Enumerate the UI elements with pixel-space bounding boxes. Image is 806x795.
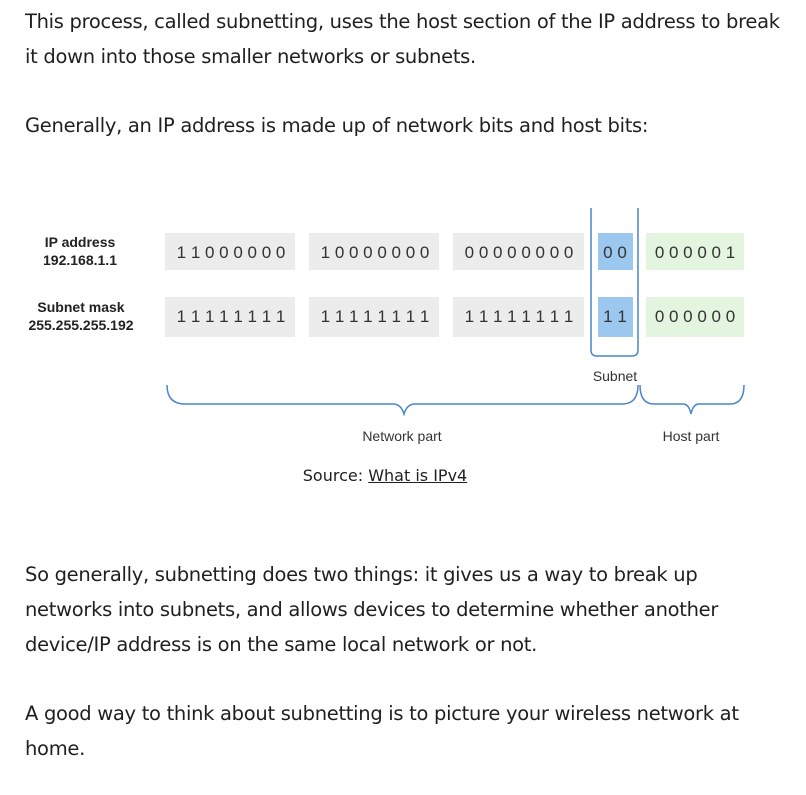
ip-octet-1: 1 1 0 0 0 0 0 0	[177, 243, 286, 262]
ip-subnet-bits: 0 0	[603, 243, 627, 262]
mask-octet-1-box	[165, 297, 295, 337]
mask-subnet-bits: 1 1	[603, 307, 627, 326]
mask-octet-2: 1 1 1 1 1 1 1 1	[321, 307, 430, 326]
mask-octet-3-box	[453, 297, 584, 337]
diagram-source-caption: Source: What is IPv4	[0, 466, 788, 485]
mask-host-bits: 0 0 0 0 0 0	[655, 307, 735, 326]
ip-address-label: IP address	[45, 234, 116, 250]
host-part-brace	[639, 384, 745, 415]
subnet-mask-value: 255.255.255.192	[28, 317, 133, 333]
ip-octet-3-box	[453, 233, 584, 270]
network-part-label: Network part	[362, 428, 441, 444]
ip-host-bits: 0 0 0 0 0 1	[655, 243, 735, 262]
ip-octet-3: 0 0 0 0 0 0 0 0	[465, 243, 574, 262]
ip-octet-2: 1 0 0 0 0 0 0 0	[321, 243, 430, 262]
mask-host-bits-box	[646, 297, 744, 337]
subnet-bracket	[590, 208, 639, 357]
ip-host-bits-box	[646, 233, 744, 270]
network-part-brace	[166, 384, 639, 417]
ip-octet-1-box	[165, 233, 295, 270]
mask-octet-1: 1 1 1 1 1 1 1 1	[177, 307, 286, 326]
ip-octet-2-box	[309, 233, 439, 270]
mask-subnet-bits-box	[598, 297, 633, 337]
ip-address-value: 192.168.1.1	[43, 252, 117, 268]
subnet-mask-label: Subnet mask	[37, 299, 124, 315]
mask-octet-3: 1 1 1 1 1 1 1 1	[465, 307, 574, 326]
mask-octet-2-box	[309, 297, 439, 337]
intro-paragraph: This process, called subnetting, uses th…	[25, 10, 780, 68]
host-part-label: Host part	[663, 428, 720, 444]
subnet-label: Subnet	[593, 368, 637, 384]
ip-subnet-bits-box	[598, 233, 633, 270]
ip-structure-paragraph: Generally, an IP address is made up of n…	[25, 114, 649, 137]
source-link[interactable]: What is IPv4	[368, 466, 468, 485]
wireless-analogy-paragraph: A good way to think about subnetting is …	[25, 702, 739, 760]
subnetting-purpose-paragraph: So generally, subnetting does two things…	[25, 563, 719, 656]
source-prefix: Source:	[302, 466, 369, 485]
